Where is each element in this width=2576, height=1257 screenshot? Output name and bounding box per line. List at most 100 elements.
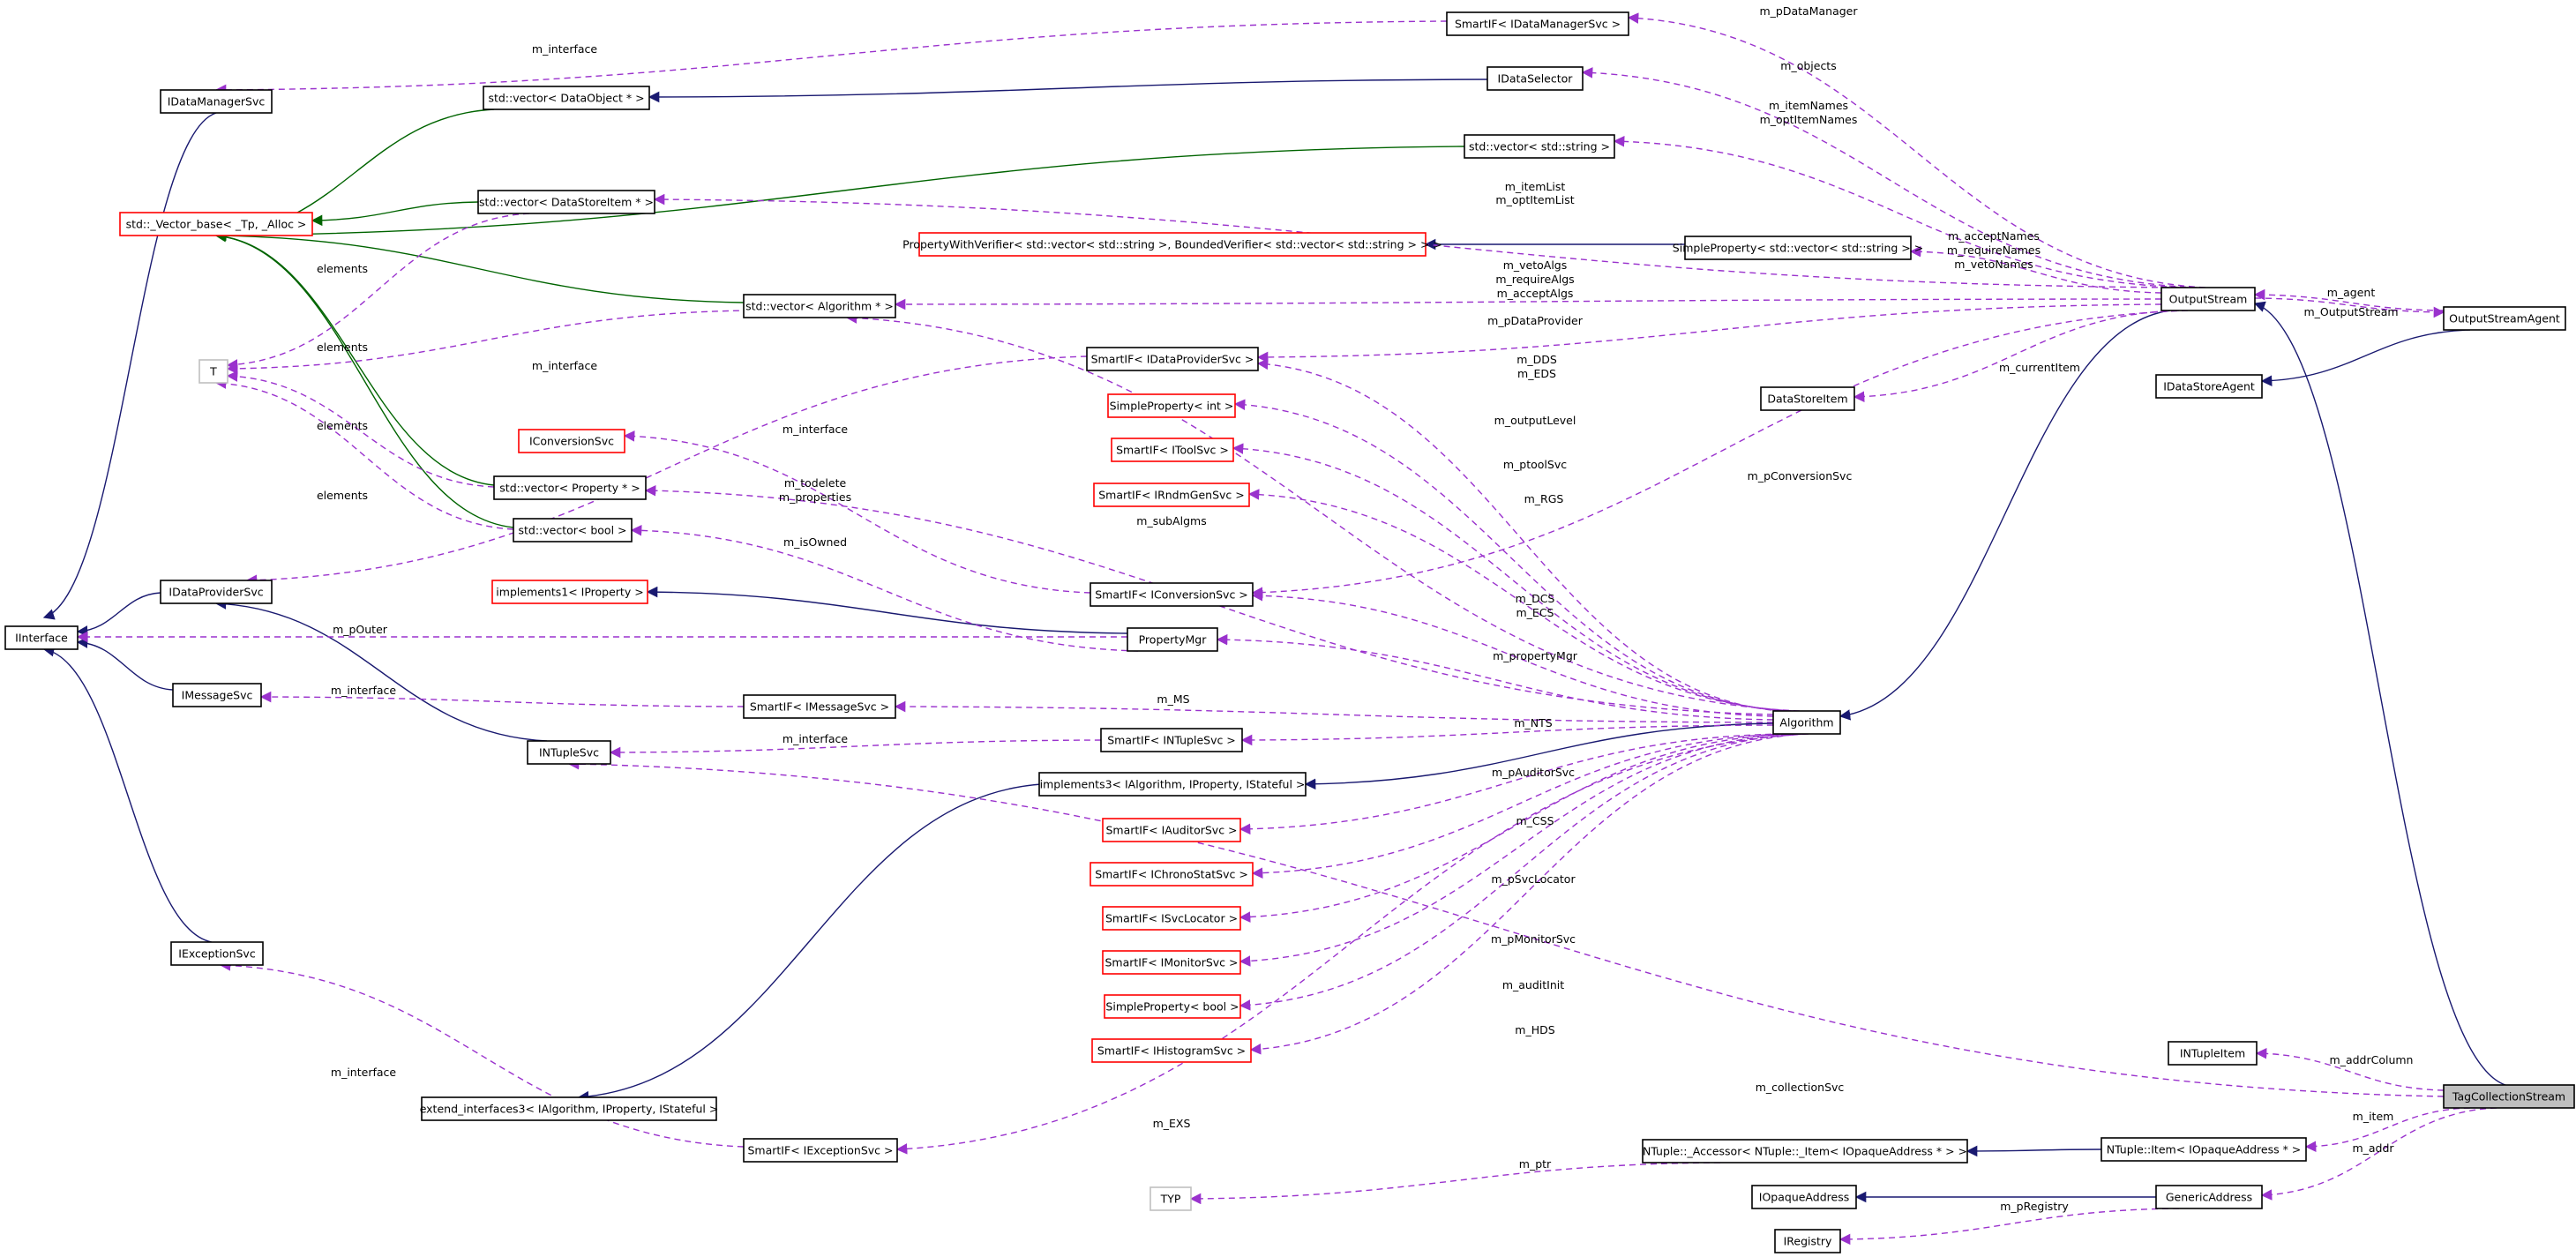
class-node-label: IOpaqueAddress bbox=[1759, 1191, 1849, 1204]
class-node[interactable]: OutputStreamAgent bbox=[2443, 306, 2566, 331]
edge-PropertyMgr-to-impl1_IProperty bbox=[646, 586, 1128, 634]
class-node[interactable]: implements3< IAlgorithm, IProperty, ISta… bbox=[1038, 772, 1307, 797]
class-node-box bbox=[1100, 728, 1243, 752]
class-node[interactable]: extend_interfaces3< IAlgorithm, IPropert… bbox=[420, 1096, 719, 1121]
edge-label: m_isOwned bbox=[783, 535, 847, 549]
class-node[interactable]: SmartIF< IDataProviderSvc > bbox=[1086, 347, 1259, 371]
class-node[interactable]: IDataStoreAgent bbox=[2155, 374, 2263, 399]
edge-labels-layer: m_pDataManagerm_interfacem_objectsm_item… bbox=[317, 4, 2414, 1213]
class-node-label: implements1< IProperty > bbox=[496, 586, 643, 599]
class-node[interactable]: SmartIF< ISvcLocator > bbox=[1102, 906, 1241, 931]
class-node-label: SmartIF< IMessageSvc > bbox=[750, 700, 889, 714]
class-node-box bbox=[119, 212, 313, 236]
edge-SI_Conversion-to-IConversionSvc bbox=[623, 430, 1091, 594]
class-node[interactable]: SmartIF< IHistogramSvc > bbox=[1091, 1038, 1252, 1063]
class-node[interactable]: std::vector< DataObject * > bbox=[483, 86, 650, 110]
class-node[interactable]: DataStoreItem bbox=[1760, 386, 1855, 411]
class-node[interactable]: std::_Vector_base< _Tp, _Alloc > bbox=[119, 212, 313, 236]
edge-IDataSelector-to-vec_DataObject bbox=[648, 79, 1488, 103]
class-node-label: PropertyWithVerifier< std::vector< std::… bbox=[902, 238, 1442, 251]
edge-label: m_agent bbox=[2327, 286, 2376, 299]
class-node[interactable]: SmartIF< INTupleSvc > bbox=[1100, 728, 1243, 752]
class-node[interactable]: SmartIF< IToolSvc > bbox=[1111, 438, 1234, 462]
class-node[interactable]: IDataSelector bbox=[1486, 66, 1584, 91]
class-node-label: SmartIF< IAuditorSvc > bbox=[1105, 824, 1237, 837]
class-node[interactable]: SmartIF< IRndmGenSvc > bbox=[1093, 483, 1250, 507]
class-node-box bbox=[1086, 347, 1259, 371]
class-node[interactable]: NTuple::_Accessor< NTuple::_Item< IOpaqu… bbox=[1642, 1139, 1968, 1163]
class-node[interactable]: INTupleSvc bbox=[527, 740, 611, 765]
class-node-box bbox=[1104, 994, 1241, 1019]
class-node-label: extend_interfaces3< IAlgorithm, IPropert… bbox=[420, 1103, 719, 1116]
edge-label: m_pConversionSvc bbox=[1748, 469, 1853, 483]
edge-SI_MessageSvc-to-IMessageSvc bbox=[259, 691, 745, 707]
class-node[interactable]: SmartIF< IDataManagerSvc > bbox=[1446, 11, 1629, 36]
edge-label: m_EXS bbox=[1153, 1117, 1191, 1130]
class-node[interactable]: OutputStream bbox=[2160, 287, 2256, 311]
class-node-label: IRegistry bbox=[1784, 1235, 1832, 1248]
class-node[interactable]: NTuple::Item< IOpaqueAddress * > bbox=[2100, 1137, 2307, 1162]
class-node[interactable]: IInterface bbox=[4, 625, 79, 650]
class-node[interactable]: IDataProviderSvc bbox=[160, 580, 273, 604]
class-node-box bbox=[160, 89, 273, 114]
class-node[interactable]: SimpleProperty< int > bbox=[1107, 393, 1236, 418]
class-node[interactable]: IExceptionSvc bbox=[170, 941, 264, 966]
class-node-box bbox=[2155, 1185, 2263, 1209]
class-node[interactable]: SmartIF< IConversionSvc > bbox=[1090, 582, 1254, 607]
edge-label: elements bbox=[317, 340, 368, 354]
class-node[interactable]: PropertyMgr bbox=[1127, 627, 1218, 652]
edge-label: m_interface bbox=[783, 732, 848, 745]
class-node[interactable]: IConversionSvc bbox=[518, 429, 625, 453]
class-node[interactable]: IRegistry bbox=[1774, 1229, 1841, 1253]
edge-label: m_ECS bbox=[1516, 606, 1554, 619]
edge-SI_DataProvider-to-IDataProviderSvc bbox=[245, 355, 1088, 586]
class-node-box bbox=[4, 625, 79, 650]
class-node[interactable]: INTupleItem bbox=[2168, 1041, 2258, 1066]
class-node[interactable]: SmartIF< IMessageSvc > bbox=[743, 694, 896, 719]
class-node-label: SmartIF< IHistogramSvc > bbox=[1097, 1044, 1246, 1058]
class-node[interactable]: PropertyWithVerifier< std::vector< std::… bbox=[902, 232, 1442, 257]
class-node[interactable]: SimpleProperty< bool > bbox=[1104, 994, 1241, 1019]
edge-vec_Property-to-T bbox=[226, 370, 495, 488]
class-node-box bbox=[1774, 1229, 1841, 1253]
class-node[interactable]: std::vector< Algorithm * > bbox=[743, 294, 896, 318]
class-node[interactable]: SimpleProperty< std::vector< std::string… bbox=[1673, 236, 1923, 260]
edge-SI_DataManager-to-IDataManagerSvc bbox=[214, 20, 1448, 96]
edge-label: m_NTS bbox=[1514, 716, 1552, 730]
class-node[interactable]: SmartIF< IExceptionSvc > bbox=[743, 1138, 898, 1163]
class-node[interactable]: GenericAddress bbox=[2155, 1185, 2263, 1209]
class-node-label: std::vector< Property * > bbox=[499, 482, 640, 495]
edge-OutputStream-to-IDataSelector bbox=[1581, 67, 2198, 288]
class-node-label: GenericAddress bbox=[2166, 1191, 2252, 1204]
class-node[interactable]: IDataManagerSvc bbox=[160, 89, 273, 114]
edge-OutputStream-to-SI_DataProvider bbox=[1256, 303, 2162, 363]
edge-OutputStreamAgent-to-IDataStoreAgent bbox=[2260, 329, 2471, 386]
class-node[interactable]: Algorithm bbox=[1772, 710, 1841, 735]
class-node[interactable]: std::vector< Property * > bbox=[493, 475, 647, 500]
class-node[interactable]: SmartIF< IChronoStatSvc > bbox=[1090, 862, 1254, 887]
class-node-box bbox=[477, 190, 655, 214]
class-node-box bbox=[1038, 772, 1307, 797]
class-node-box bbox=[1102, 950, 1241, 975]
class-node: TagCollectionStream bbox=[2443, 1084, 2575, 1109]
edge-SI_NTupleSvc-to-INTupleSvc bbox=[609, 739, 1102, 759]
edge-label: m_MS bbox=[1157, 692, 1189, 706]
class-node[interactable]: std::vector< std::string > bbox=[1464, 134, 1615, 159]
class-node-box bbox=[170, 941, 264, 966]
edge-label: m_EDS bbox=[1517, 367, 1556, 380]
edge-label: m_CSS bbox=[1516, 814, 1554, 827]
class-node[interactable]: IOpaqueAddress bbox=[1751, 1185, 1857, 1209]
class-node[interactable]: SmartIF< IAuditorSvc > bbox=[1102, 818, 1241, 842]
class-node[interactable]: std::vector< bool > bbox=[513, 518, 633, 542]
edge-vec_DataStoreItem-to-Vector_base bbox=[311, 201, 479, 227]
edge-label: m_vetoNames bbox=[1954, 258, 2033, 271]
class-node[interactable]: IMessageSvc bbox=[172, 683, 262, 707]
class-node-box bbox=[491, 580, 648, 604]
class-node-box bbox=[160, 580, 273, 604]
edge-Algorithm-to-SI_Auditor bbox=[1239, 733, 1783, 835]
class-node[interactable]: SmartIF< IMonitorSvc > bbox=[1102, 950, 1241, 975]
class-node[interactable]: implements1< IProperty > bbox=[491, 580, 648, 604]
edge-label: m_propertyMgr bbox=[1493, 649, 1578, 662]
class-node-box bbox=[1111, 438, 1234, 462]
class-node[interactable]: std::vector< DataStoreItem * > bbox=[477, 190, 655, 214]
